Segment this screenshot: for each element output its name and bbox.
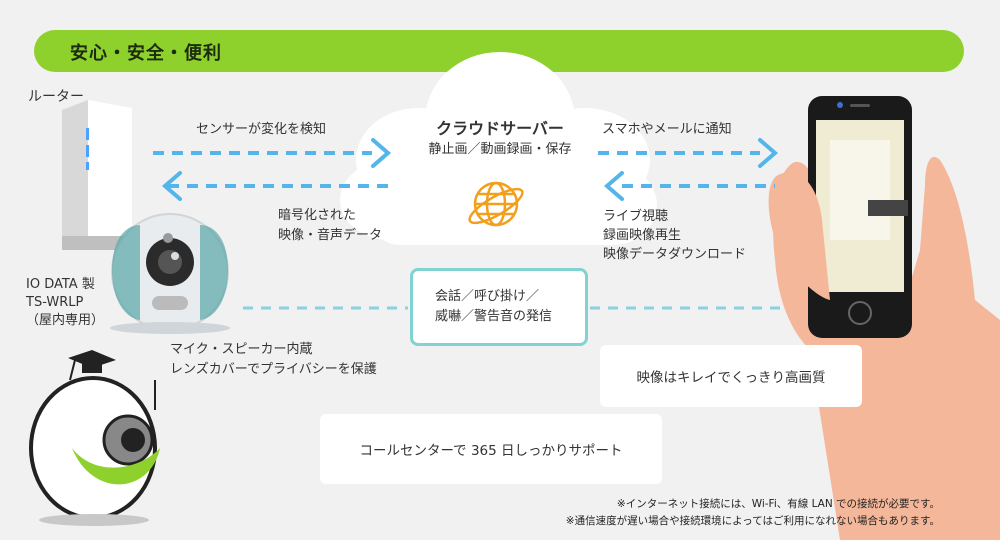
- cloud-text: クラウドサーバー 静止画／動画録画・保存: [420, 118, 580, 160]
- support-text: コールセンターで 365 日しっかりサポート: [359, 443, 623, 459]
- live-label: ライブ視聴 録画映像再生 映像データダウンロード: [603, 207, 746, 264]
- quality-text: 映像はキレイでくっきり高画質: [636, 370, 826, 386]
- live-line-1: ライブ視聴: [603, 209, 669, 224]
- notify-label: スマホやメールに通知: [602, 122, 732, 137]
- encrypted-label: 暗号化された 映像・音声データ: [278, 206, 382, 246]
- cloud-shape: [340, 52, 657, 245]
- footnote-2: ※通信速度が遅い場合や接続環境によってはご利用になれない場合もあります。: [565, 515, 940, 527]
- talk-line-2: 威嚇／警告音の発信: [435, 309, 553, 324]
- camera-model: TS-WRLP: [26, 295, 84, 310]
- encrypted-line-1: 暗号化された: [278, 208, 357, 223]
- cloud-title: クラウドサーバー: [436, 119, 564, 138]
- router-graphic: [62, 100, 132, 250]
- mic-line-2: レンズカバーでプライバシーを保護: [170, 362, 377, 377]
- globe-icon: [468, 181, 524, 227]
- support-box: コールセンターで 365 日しっかりサポート: [320, 414, 662, 484]
- quality-box: 映像はキレイでくっきり高画質: [600, 345, 862, 407]
- thumb-graphic: [768, 172, 830, 300]
- banner-title: 安心・安全・便利: [70, 43, 222, 64]
- talk-line-1: 会話／呼び掛け／: [435, 289, 540, 304]
- hand-graphic: [773, 156, 1000, 540]
- sensor-label: センサーが変化を検知: [196, 122, 327, 137]
- talk-box: 会話／呼び掛け／ 威嚇／警告音の発信: [410, 268, 588, 346]
- footnotes: ※インターネット接続には、Wi-Fi、有線 LAN での接続が必要です。 ※通信…: [566, 496, 940, 530]
- mic-line-1: マイク・スピーカー内蔵: [170, 342, 313, 357]
- smartphone-graphic: [808, 96, 912, 338]
- encrypted-line-2: 映像・音声データ: [278, 228, 383, 243]
- router-label: ルーター: [28, 89, 84, 105]
- footnote-1: ※インターネット接続には、Wi-Fi、有線 LAN での接続が必要です。: [616, 498, 940, 510]
- camera-graphic: [110, 213, 230, 334]
- live-line-2: 録画映像再生: [603, 228, 682, 243]
- camera-maker: IO DATA 製: [26, 277, 95, 292]
- flow-arrows: [153, 151, 775, 188]
- camera-labels: IO DATA 製 TS-WRLP （屋内専用）: [26, 276, 104, 330]
- cloud-subtitle: 静止画／動画録画・保存: [428, 142, 572, 157]
- live-line-3: 映像データダウンロード: [603, 247, 747, 262]
- mascot-graphic: [29, 350, 160, 526]
- camera-note: （屋内専用）: [26, 313, 105, 328]
- arrow-heads: [161, 138, 779, 201]
- mic-text: マイク・スピーカー内蔵 レンズカバーでプライバシーを保護: [170, 340, 377, 380]
